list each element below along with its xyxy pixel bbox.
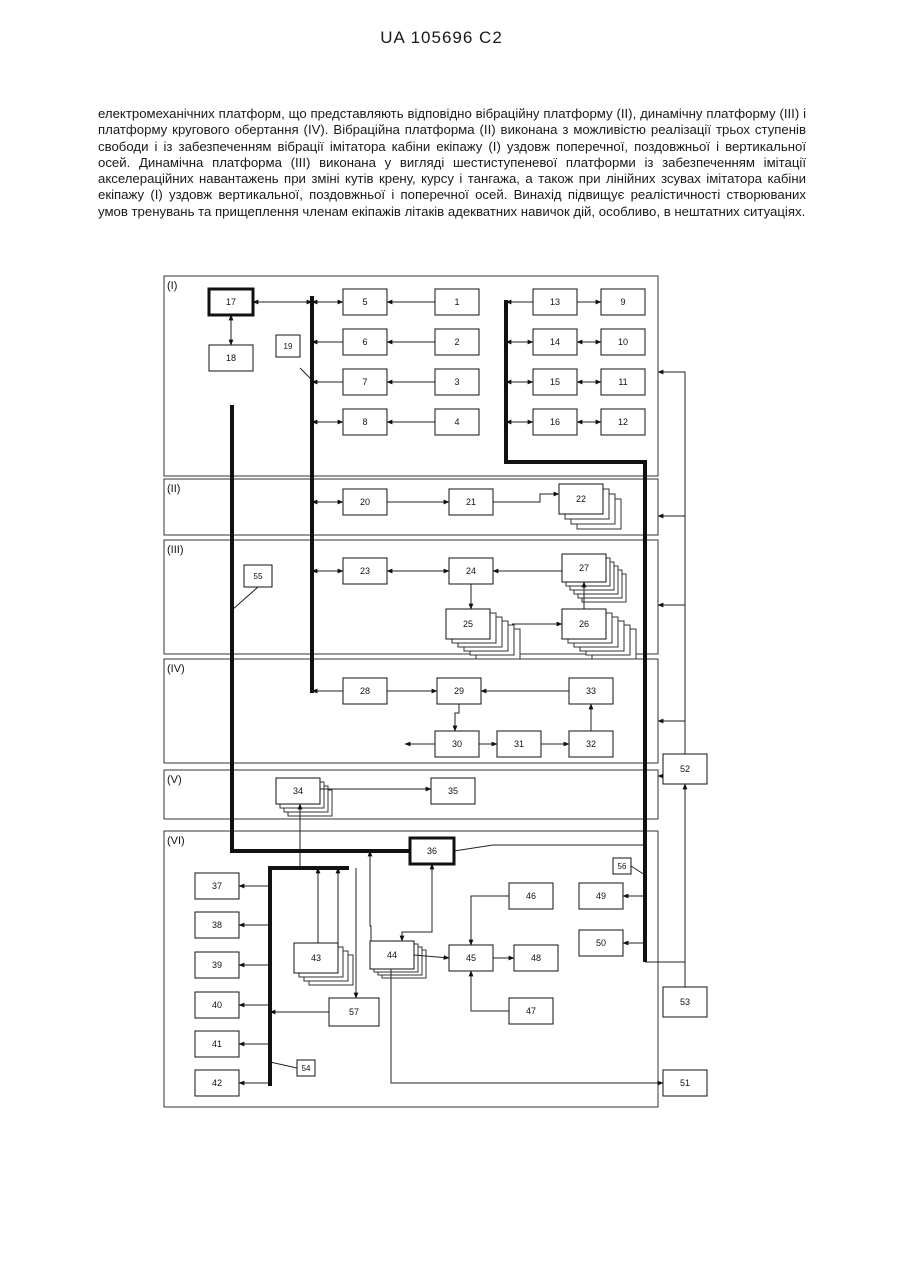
block-label: 7 xyxy=(362,377,367,387)
connector-line xyxy=(455,704,459,731)
block-label: 57 xyxy=(349,1007,359,1017)
block-label: 40 xyxy=(212,1000,222,1010)
block-label: 35 xyxy=(448,786,458,796)
block-label: 3 xyxy=(454,377,459,387)
block-label: 8 xyxy=(362,417,367,427)
block-label: 31 xyxy=(514,739,524,749)
block-label: 51 xyxy=(680,1078,690,1088)
block-label: 13 xyxy=(550,297,560,307)
block-label: 28 xyxy=(360,686,370,696)
connector-line xyxy=(454,845,645,851)
block-label: 2 xyxy=(454,337,459,347)
block-label: 45 xyxy=(466,953,476,963)
block-label: 54 xyxy=(302,1064,311,1073)
block-label: 44 xyxy=(387,950,397,960)
section-label: (V) xyxy=(167,774,182,786)
block-label: 24 xyxy=(466,566,476,576)
block-label: 23 xyxy=(360,566,370,576)
block-label: 17 xyxy=(226,297,236,307)
block-label: 50 xyxy=(596,938,606,948)
block-label: 47 xyxy=(526,1006,536,1016)
section-label: (I) xyxy=(167,280,177,292)
block-label: 9 xyxy=(620,297,625,307)
block-label: 19 xyxy=(284,342,293,351)
block-label: 6 xyxy=(362,337,367,347)
block-label: 46 xyxy=(526,891,536,901)
block-label: 12 xyxy=(618,417,628,427)
block-label: 29 xyxy=(454,686,464,696)
section-label: (IV) xyxy=(167,663,185,675)
connector-line xyxy=(270,1062,297,1068)
connector-line xyxy=(471,896,509,945)
block-label: 25 xyxy=(463,619,473,629)
connector-line xyxy=(232,587,258,610)
connector-line xyxy=(402,864,432,941)
section-label: (III) xyxy=(167,544,184,556)
section-label: (VI) xyxy=(167,835,185,847)
block-label: 27 xyxy=(579,563,589,573)
block-label: 41 xyxy=(212,1039,222,1049)
block-label: 11 xyxy=(618,377,627,387)
connector-line xyxy=(370,851,371,941)
connector-line xyxy=(631,866,645,875)
block-label: 34 xyxy=(293,786,303,796)
block-label: 56 xyxy=(618,862,627,871)
block-label: 33 xyxy=(586,686,596,696)
block-label: 36 xyxy=(427,846,437,856)
block-label: 52 xyxy=(680,764,690,774)
block-label: 4 xyxy=(454,417,459,427)
connector-line xyxy=(391,969,663,1083)
section-label: (II) xyxy=(167,483,180,495)
block-label: 10 xyxy=(618,337,628,347)
connector-line xyxy=(493,494,559,502)
connector-line xyxy=(471,971,509,1011)
block-label: 32 xyxy=(586,739,596,749)
block-label: 1 xyxy=(454,297,459,307)
block-label: 39 xyxy=(212,960,222,970)
block-label: 14 xyxy=(550,337,560,347)
section-frame xyxy=(164,770,658,819)
block-label: 16 xyxy=(550,417,560,427)
block-label: 37 xyxy=(212,881,222,891)
connector-line xyxy=(658,372,685,754)
block-label: 38 xyxy=(212,920,222,930)
block-label: 49 xyxy=(596,891,606,901)
block-label: 53 xyxy=(680,997,690,1007)
block-label: 15 xyxy=(550,377,560,387)
block-label: 18 xyxy=(226,353,236,363)
block-label: 55 xyxy=(254,572,263,581)
block-label: 26 xyxy=(579,619,589,629)
block-label: 43 xyxy=(311,953,321,963)
block-label: 30 xyxy=(452,739,462,749)
block-label: 20 xyxy=(360,497,370,507)
block-label: 48 xyxy=(531,953,541,963)
block-label: 22 xyxy=(576,494,586,504)
block-label: 5 xyxy=(362,297,367,307)
block-label: 42 xyxy=(212,1078,222,1088)
block-label: 21 xyxy=(466,497,476,507)
